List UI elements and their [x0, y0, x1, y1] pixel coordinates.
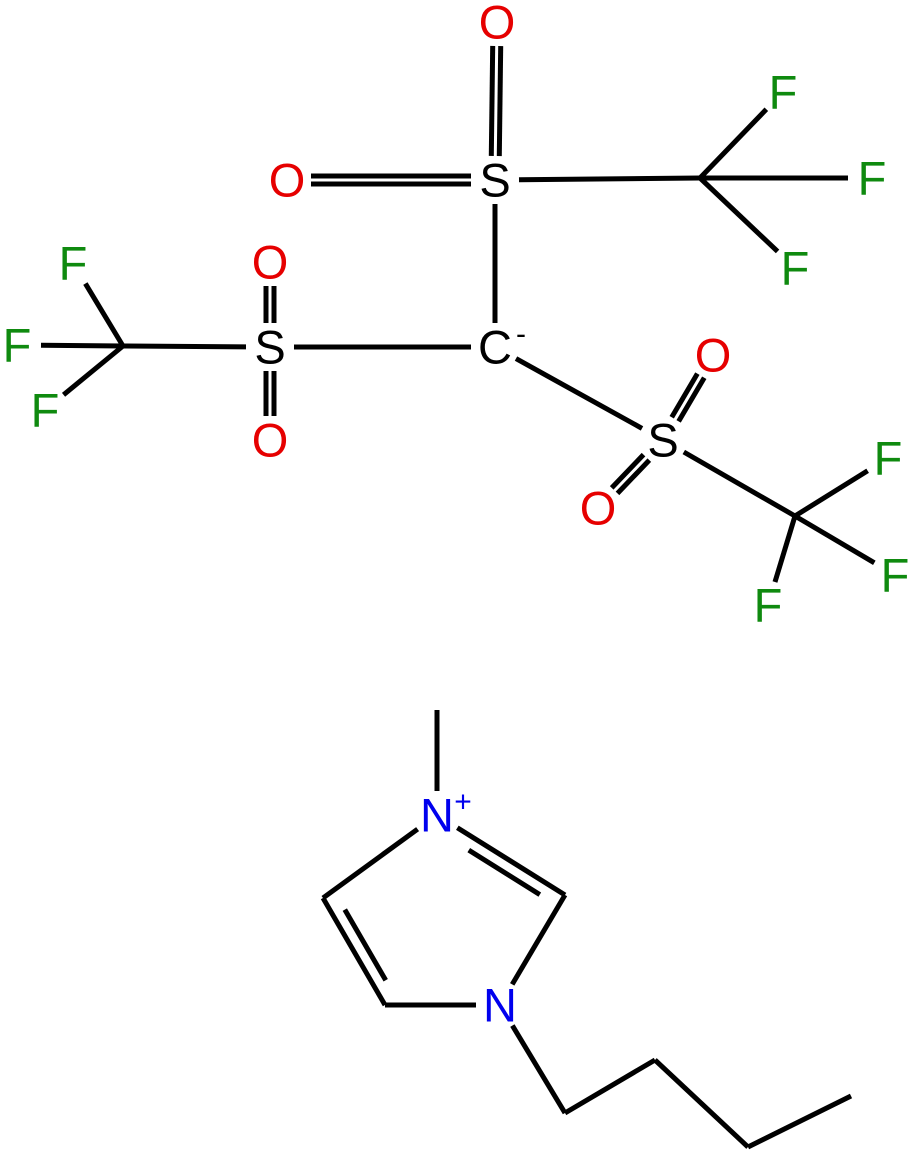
anion-single-bond-line	[793, 468, 869, 519]
anion-double-bond-line	[609, 452, 646, 490]
cation-atom-labels: N+N	[420, 786, 517, 1032]
atom-label-f: F	[858, 152, 887, 205]
anion-bond	[488, 45, 504, 157]
atom-label-o: O	[580, 482, 617, 535]
anion-single-bond-line	[793, 513, 876, 565]
anion-single-bond-line	[40, 342, 124, 349]
anion-bond	[311, 173, 471, 187]
anion-single-bond-line	[514, 356, 644, 431]
atom-label-s: S	[479, 154, 510, 207]
atom-label-f: F	[874, 432, 903, 485]
cation-bonds	[320, 710, 853, 1150]
cation-single-bond-line	[653, 1058, 750, 1149]
anion-double-bond-line	[615, 458, 652, 496]
anion-double-bond-line	[676, 376, 707, 423]
anion-bond	[40, 342, 124, 349]
anion-bond	[609, 452, 652, 496]
anion-bond	[793, 513, 876, 565]
anion-bond	[698, 176, 780, 254]
anion-bond	[514, 356, 644, 431]
anion-single-bond-line	[682, 449, 797, 519]
atom-label-f: F	[881, 549, 910, 602]
anion-bond	[669, 372, 707, 423]
atom-label-f: F	[3, 319, 32, 372]
atom-label-s: S	[254, 321, 285, 374]
anion-bond	[698, 107, 769, 180]
anion-double-bond-line	[496, 46, 504, 157]
cation-single-bond-line	[510, 893, 568, 986]
anion-bond	[772, 515, 798, 583]
anion-single-bond-line	[122, 343, 247, 350]
atom-label-o: O	[479, 0, 516, 49]
cation-bond	[510, 1024, 568, 1115]
anion-single-bond-line	[61, 344, 125, 397]
cation-bond	[320, 896, 388, 1007]
atom-charge-minus: -	[516, 318, 526, 351]
cation-single-bond-line	[746, 1093, 853, 1150]
cation-double-bond-line	[467, 848, 542, 897]
atom-label-n: N	[483, 979, 517, 1032]
anion-bond	[263, 371, 277, 416]
anion-single-bond-line	[698, 176, 780, 254]
anion-bond	[682, 449, 797, 519]
anion-bond	[122, 343, 247, 350]
cation-single-bond-line	[510, 1024, 568, 1115]
anion-bond	[263, 286, 277, 323]
cation-bond	[321, 827, 420, 901]
atom-label-f: F	[31, 384, 60, 437]
cation-single-bond-line	[563, 1057, 657, 1116]
cation-structure: N+N	[320, 710, 853, 1150]
anion-single-bond-line	[83, 282, 126, 348]
cation-bond	[456, 825, 567, 898]
cation-bond	[510, 893, 568, 986]
atom-label-o: O	[252, 414, 289, 467]
cation-bond	[563, 1057, 657, 1116]
anion-bond	[83, 282, 126, 348]
atom-label-f: F	[781, 242, 810, 295]
anion-single-bond-line	[698, 107, 769, 180]
anion-bonds	[40, 45, 876, 583]
anion-bond	[793, 468, 869, 519]
anion-bond	[518, 175, 701, 183]
atom-label-f: F	[59, 237, 88, 290]
cation-double-bond-line	[456, 825, 567, 898]
atom-label-n: N	[420, 789, 454, 842]
atom-label-o: O	[695, 329, 732, 382]
anion-single-bond-line	[772, 515, 798, 583]
atom-label-f: F	[769, 66, 798, 119]
cation-bond	[653, 1058, 750, 1149]
atom-label-f: F	[754, 579, 783, 632]
atom-label-o: O	[269, 154, 306, 207]
atom-label-s: S	[647, 414, 678, 467]
atom-label-c: C	[478, 321, 512, 374]
anion-bond	[61, 344, 125, 397]
cation-single-bond-line	[321, 827, 420, 901]
anion-single-bond-line	[518, 175, 701, 183]
anion-double-bond-line	[488, 45, 496, 156]
atom-label-o: O	[252, 236, 289, 289]
anion-double-bond-line	[669, 372, 700, 419]
cation-bond	[746, 1093, 853, 1150]
atom-charge-plus: +	[454, 786, 472, 819]
cation-double-bond-line	[320, 896, 388, 1007]
cation-double-bond-line	[342, 908, 388, 982]
